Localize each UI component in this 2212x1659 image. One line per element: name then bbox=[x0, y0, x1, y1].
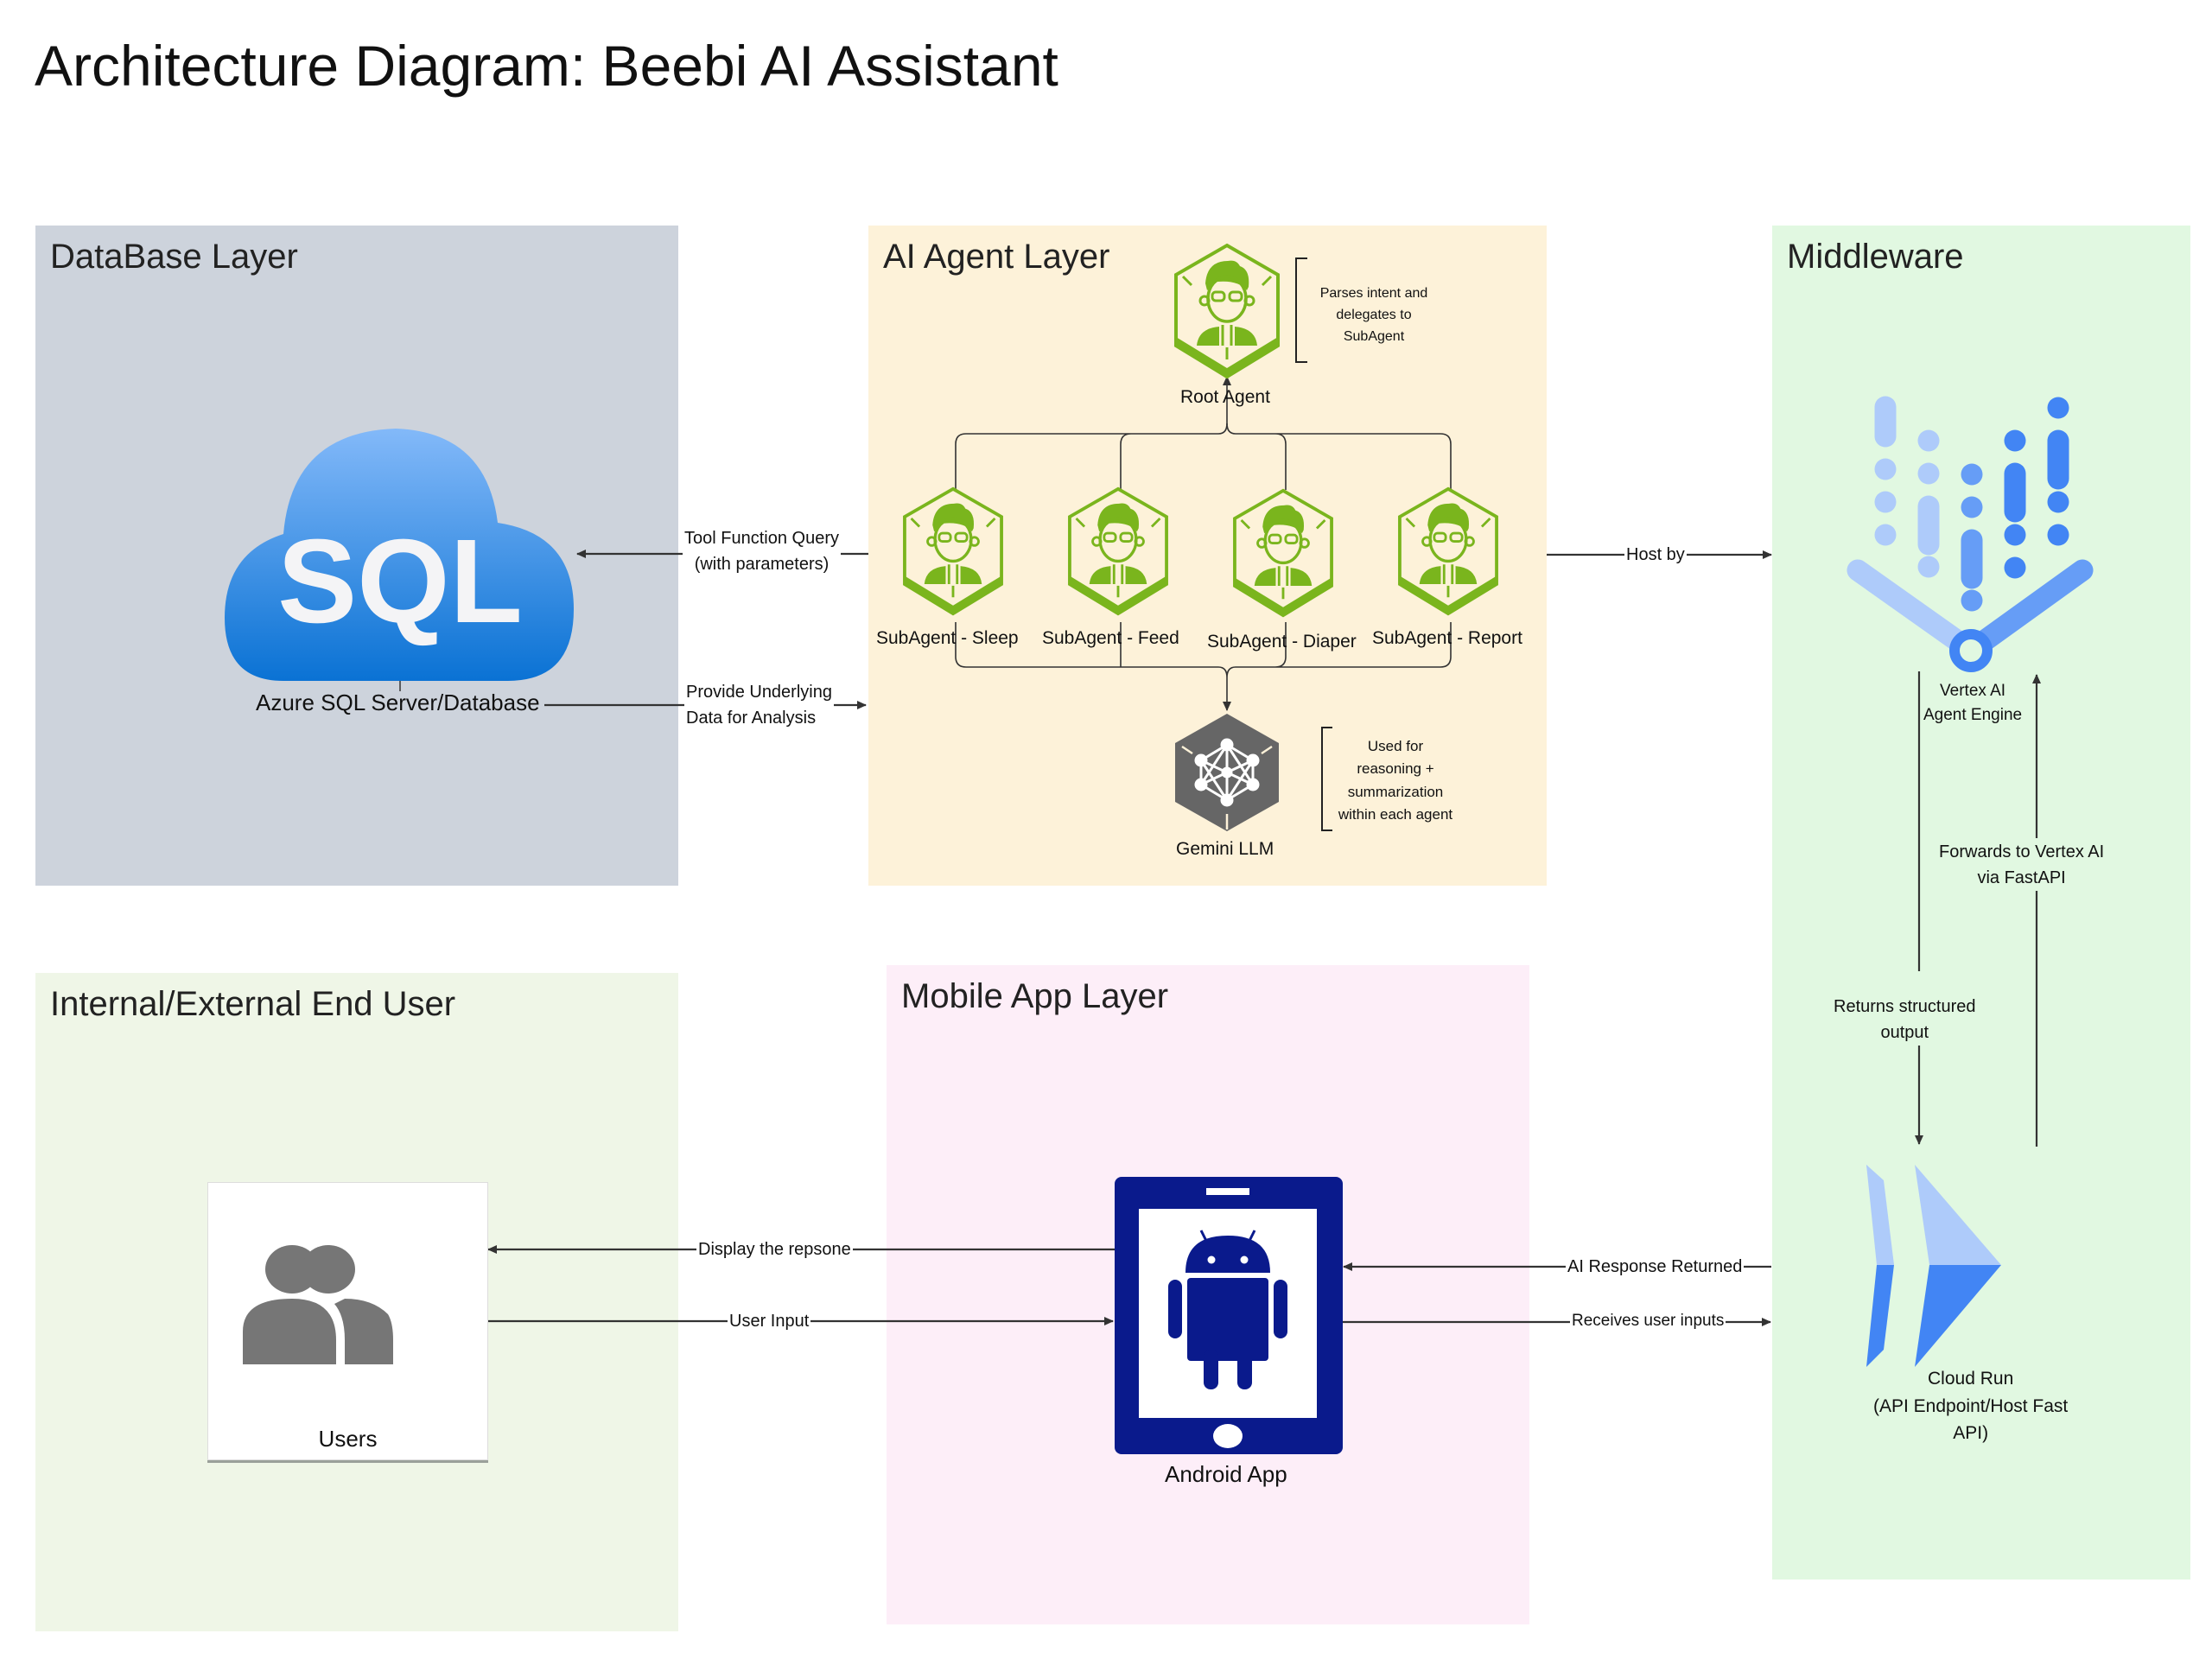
edge-label-line: Forwards to Vertex AI bbox=[1939, 842, 2105, 861]
note-line: Used for bbox=[1367, 738, 1424, 754]
note-line: reasoning + bbox=[1357, 760, 1434, 778]
note-line: Parses intent and bbox=[1319, 286, 1428, 301]
edge-label-line: output bbox=[1880, 1023, 1929, 1042]
cloud-run-icon bbox=[1866, 1165, 2001, 1367]
agent-person-icon bbox=[1174, 243, 1280, 379]
label-line: Agent Engine bbox=[1923, 705, 2023, 724]
edge-label-ai-response: AI Response Returned bbox=[1566, 1254, 1745, 1280]
note-line: SubAgent bbox=[1343, 328, 1405, 344]
cloud-run-label: Cloud Run (API Endpoint/Host Fast API) bbox=[1873, 1365, 2068, 1447]
subagent-report-label: SubAgent - Report bbox=[1372, 628, 1522, 648]
gemini-llm-icon bbox=[1175, 714, 1279, 831]
users-icon bbox=[243, 1245, 393, 1364]
edge-label-line: Provide Underlying bbox=[686, 683, 832, 702]
agent-person-icon bbox=[903, 486, 1003, 616]
agent-person-icon bbox=[1233, 488, 1333, 618]
android-robot-icon bbox=[1168, 1230, 1287, 1389]
users-label: Users bbox=[318, 1426, 378, 1452]
edge-label-line: Returns structured bbox=[1834, 997, 1976, 1016]
edge-label-provide-data: Provide Underlying Data for Analysis bbox=[684, 679, 834, 731]
android-device-icon bbox=[1115, 1177, 1343, 1454]
edge-label-line: Tool Function Query bbox=[684, 529, 839, 548]
note-line: summarization bbox=[1347, 783, 1444, 800]
diagram-title: Architecture Diagram: Beebi AI Assistant bbox=[35, 34, 1058, 98]
subagent-sleep-icon bbox=[899, 486, 1007, 621]
agent-person-icon bbox=[1398, 486, 1498, 616]
gemini-note: Used for reasoning + summarization withi… bbox=[1326, 735, 1465, 826]
middleware-layer-title: Middleware bbox=[1787, 238, 1964, 276]
root-agent-icon bbox=[1171, 242, 1283, 385]
edge-label-returns: Returns structured output bbox=[1832, 994, 1978, 1046]
edge-label-tool-query: Tool Function Query (with parameters) bbox=[683, 525, 841, 577]
label-line: API) bbox=[1953, 1423, 1989, 1443]
label-line: Cloud Run bbox=[1928, 1369, 2014, 1389]
users-node: Users bbox=[207, 1182, 488, 1460]
azure-sql-icon: SQL bbox=[225, 429, 574, 681]
subagent-diaper-label: SubAgent - Diaper bbox=[1207, 632, 1357, 652]
label-line: Vertex AI bbox=[1940, 682, 2006, 700]
edge-label-forwards: Forwards to Vertex AI via FastAPI bbox=[1937, 839, 2107, 891]
gemini-llm-label: Gemini LLM bbox=[1176, 839, 1274, 859]
end-user-layer-title: Internal/External End User bbox=[50, 985, 456, 1023]
subagent-diaper-icon bbox=[1230, 487, 1337, 623]
vertex-ai-label: Vertex AI Agent Engine bbox=[1923, 679, 2022, 727]
edge-label-line: (with parameters) bbox=[694, 555, 830, 574]
sql-label: Azure SQL Server/Database bbox=[256, 690, 540, 715]
mobile-app-layer-title: Mobile App Layer bbox=[901, 977, 1169, 1015]
middleware-layer: Middleware bbox=[1772, 226, 2190, 1580]
edge-label-display: Display the repsone bbox=[696, 1236, 853, 1262]
edge-label-receives-inputs: Receives user inputs bbox=[1570, 1309, 1726, 1334]
vertex-ai-icon bbox=[1847, 396, 2094, 672]
ai-agent-layer-title: AI Agent Layer bbox=[883, 238, 1110, 276]
sql-text: SQL bbox=[277, 515, 523, 648]
subagent-feed-icon bbox=[1065, 486, 1172, 621]
edge-label-user-input: User Input bbox=[728, 1308, 811, 1334]
subagent-report-icon bbox=[1395, 486, 1502, 621]
edge-label-line: Data for Analysis bbox=[686, 709, 817, 728]
subagent-sleep-label: SubAgent - Sleep bbox=[876, 628, 1019, 648]
root-agent-label: Root Agent bbox=[1180, 387, 1270, 407]
android-app-label: Android App bbox=[1165, 1461, 1287, 1487]
subagent-feed-label: SubAgent - Feed bbox=[1042, 628, 1179, 648]
edge-label-host-by: Host by bbox=[1624, 542, 1687, 568]
note-line: within each agent bbox=[1338, 806, 1453, 823]
database-layer-title: DataBase Layer bbox=[50, 238, 298, 276]
edge-label-line: via FastAPI bbox=[1977, 868, 2066, 887]
root-agent-note: Parses intent and delegates to SubAgent bbox=[1309, 283, 1439, 347]
agent-person-icon bbox=[1068, 486, 1168, 616]
label-line: (API Endpoint/Host Fast bbox=[1873, 1395, 2069, 1416]
note-line: delegates to bbox=[1336, 307, 1412, 322]
